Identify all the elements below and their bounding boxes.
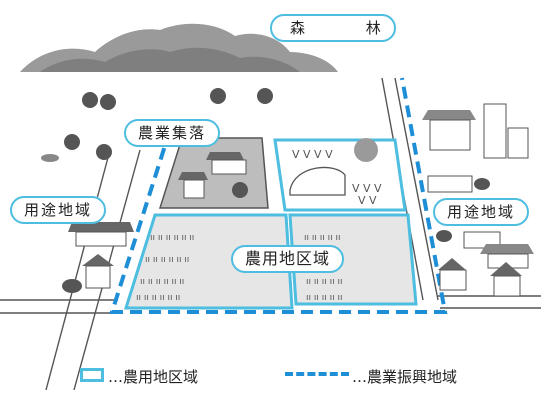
- label-village: 農業集落: [124, 119, 221, 147]
- left-town: [62, 222, 134, 293]
- tree-icon: [100, 94, 116, 110]
- label-agri-district: 農用地区域: [231, 245, 345, 273]
- greenhouse-icon: [289, 166, 346, 196]
- village-block: [158, 137, 269, 209]
- svg-text:ıı ıı ıı ıı ıı: ıı ıı ıı ıı ıı: [306, 277, 342, 287]
- label-forest: 森 林: [270, 14, 396, 42]
- tree-icon: [64, 134, 80, 150]
- svg-text:ıı ıı ıı ıı ıı: ıı ıı ıı ıı ıı: [306, 293, 342, 303]
- legend-agri-district: …農用地区域: [108, 368, 199, 386]
- legend-swatch-promotion: [285, 372, 349, 376]
- house-icon: [490, 262, 522, 276]
- tree-icon: [210, 88, 226, 104]
- right-town: [422, 103, 534, 297]
- promotion-area-boundary: [109, 77, 448, 314]
- crop-icon: V V V: [352, 182, 382, 195]
- greenhouse-block: V V V V V V V V V: [273, 138, 407, 212]
- tree-icon: [257, 88, 273, 104]
- svg-text:ıı ıı ıı ıı ıı ıı: ıı ıı ıı ıı ıı ıı: [136, 293, 180, 303]
- house-icon: [82, 254, 114, 266]
- tree-icon: [82, 92, 98, 108]
- building-icon: [483, 103, 507, 159]
- house-icon: [438, 258, 466, 270]
- svg-text:ıı ıı ıı ıı ıı ıı: ıı ıı ıı ıı ıı ıı: [150, 233, 194, 243]
- tree-icon: [354, 138, 378, 162]
- svg-text:V V: V V: [358, 194, 377, 207]
- trees: [41, 88, 273, 162]
- svg-text:ıı ıı ıı ıı ıı: ıı ıı ıı ıı ıı: [304, 233, 340, 243]
- label-urban-left: 用途地域: [10, 196, 107, 224]
- legend-swatch-agri: [80, 368, 104, 382]
- svg-text:ıı ıı ıı ıı ıı ıı: ıı ıı ıı ıı ıı ıı: [140, 277, 184, 287]
- building-icon: [507, 127, 529, 159]
- svg-text:ıı ıı ıı ıı ıı ıı: ıı ıı ıı ıı ıı ıı: [145, 255, 189, 265]
- agri-fields: ıı ıı ıı ıı ıı ıı ıı ıı ıı ıı ıı ıı ıı ı…: [123, 213, 418, 310]
- roads: [0, 77, 541, 391]
- label-urban-right: 用途地域: [433, 198, 530, 226]
- crop-icon: V V V V: [292, 148, 333, 161]
- forest-icon: [20, 23, 338, 72]
- tree-icon: [96, 144, 112, 160]
- legend-promotion-area: …農業振興地域: [352, 368, 458, 386]
